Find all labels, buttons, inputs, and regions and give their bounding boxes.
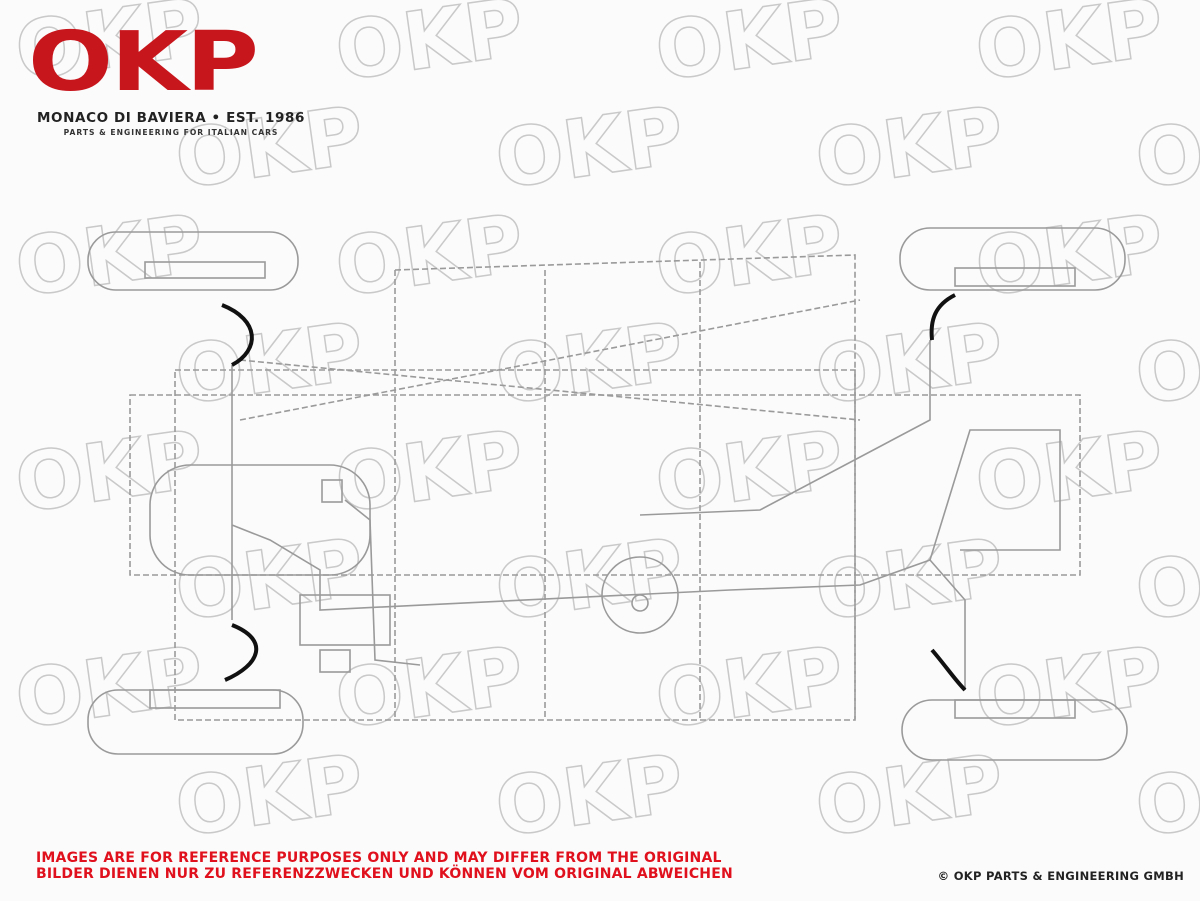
wheel-rear-left xyxy=(87,689,304,755)
logo-tagline: MONACO DI BAVIERA • EST. 1986 xyxy=(37,110,305,126)
fuel-tank xyxy=(149,464,371,576)
chassis-frame xyxy=(129,254,1081,721)
logo-mark: OKP xyxy=(28,15,259,110)
disclaimer-english: IMAGES ARE FOR REFERENCE PURPOSES ONLY A… xyxy=(36,850,722,866)
okp-logo: OKP MONACO DI BAVIERA • EST. 1986 PARTS … xyxy=(26,22,316,138)
steering-wheel xyxy=(601,556,679,634)
wheel-front-left xyxy=(87,231,299,291)
wheel-rear-right xyxy=(901,699,1128,761)
wheel-front-right xyxy=(899,227,1126,291)
logo-subtitle: PARTS & ENGINEERING FOR ITALIAN CARS xyxy=(63,128,279,137)
disclaimer-german: BILDER DIENEN NUR ZU REFERENZZWECKEN UND… xyxy=(36,866,733,882)
copyright: © OKP PARTS & ENGINEERING GMBH xyxy=(937,869,1184,883)
flexible-hoses xyxy=(221,293,967,692)
master-cylinder xyxy=(299,594,391,673)
brake-lines xyxy=(231,340,1061,690)
disclaimer: IMAGES ARE FOR REFERENCE PURPOSES ONLY A… xyxy=(36,850,733,882)
